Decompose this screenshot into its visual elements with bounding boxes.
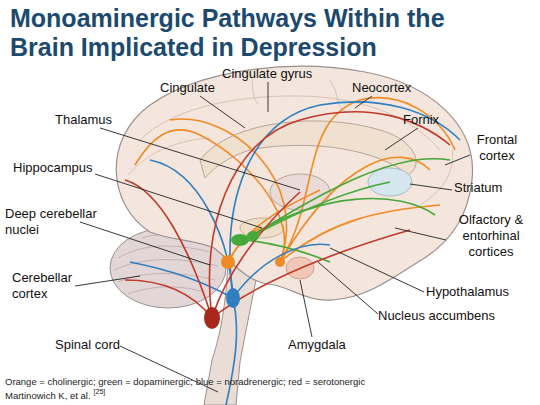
structure-label: Fornix	[403, 112, 439, 128]
cholinergic-nucleus	[221, 255, 235, 269]
structure-label: Cingulate	[160, 80, 215, 96]
dopamine-nucleus	[247, 231, 259, 241]
structure-label: Olfactory & entorhinal cortices	[447, 212, 535, 260]
structure-label: Spinal cord	[55, 337, 120, 353]
structure-label: Hippocampus	[13, 160, 93, 176]
structure-label: Hypothalamus	[426, 284, 509, 300]
structure-label: Thalamus	[55, 112, 112, 128]
reference-number: [25]	[94, 388, 106, 395]
locus-coeruleus	[226, 288, 240, 308]
cholinergic-nucleus	[275, 257, 285, 267]
structure-label: Deep cerebellar nuclei	[5, 206, 105, 238]
structure-label: Cerebellar cortex	[12, 270, 82, 302]
dopamine-nucleus	[231, 234, 249, 246]
raphe-nucleus	[204, 307, 220, 329]
structure-label: Nucleus accumbens	[378, 308, 495, 324]
structure-label: Amygdala	[288, 337, 346, 353]
noradrenergic-pathways	[130, 102, 460, 405]
color-key-caption: Orange = cholinergic; green = dopaminerg…	[5, 376, 365, 387]
dopaminergic-pathways	[245, 159, 450, 262]
serotonergic-pathways	[125, 112, 450, 318]
structure-label: Frontal cortex	[468, 132, 526, 164]
structure-label: Cingulate gyrus	[222, 66, 312, 82]
cerebrum	[116, 66, 472, 300]
structure-label: Neocortex	[352, 80, 411, 96]
citation: Martinowich K, et al.	[5, 390, 91, 401]
structure-label: Striatum	[454, 180, 502, 196]
leader-lines	[75, 82, 470, 392]
slide-title: Monoaminergic Pathways Within the Brain …	[10, 4, 510, 62]
